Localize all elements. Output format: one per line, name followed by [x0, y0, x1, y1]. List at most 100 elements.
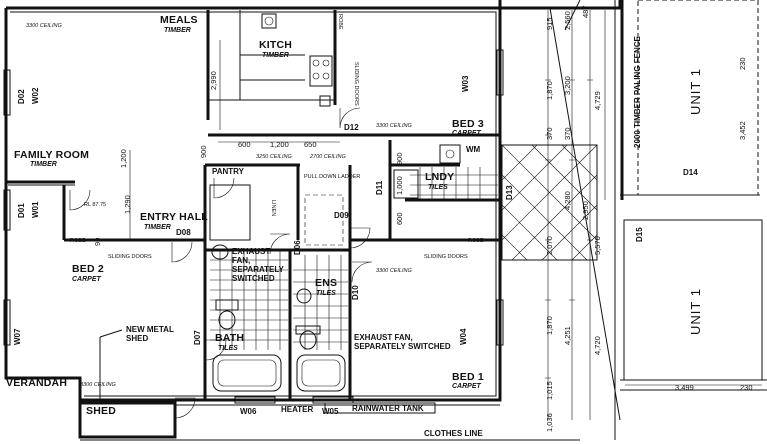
bed2-sliding-doors: SLIDING DOORS: [108, 254, 152, 260]
door-d01: D01: [17, 203, 26, 218]
bed1-floor: CARPET: [452, 383, 482, 390]
tag-d13: D13: [505, 185, 514, 200]
dim-370-b: 370: [563, 127, 572, 140]
dim-1015: 1,015: [545, 381, 554, 400]
exhaust-left-4: SWITCHED: [232, 274, 275, 283]
door-d09: D09: [334, 211, 349, 220]
neighbour-lot: [498, 0, 767, 440]
dim-915: 915: [545, 17, 554, 30]
bed3-ceiling: 3300 CEILING: [376, 123, 412, 129]
bath-floor: TILES: [218, 345, 238, 352]
window-w06: W06: [240, 407, 257, 416]
door-d10: D10: [351, 285, 360, 300]
dim-370-a: 370: [545, 127, 554, 140]
new-shed-2: SHED: [126, 334, 148, 343]
new-shed-1: NEW METAL: [126, 325, 174, 334]
door-d08: D08: [176, 228, 191, 237]
unit1-top-label: UNIT 1: [688, 68, 703, 115]
linen-label: LINEN: [270, 200, 276, 216]
dim-1000-v: 1,000: [395, 176, 404, 195]
dim-900-v: 900: [395, 152, 404, 165]
ensuite-label: ENS: [315, 277, 337, 289]
hall-ceiling-right: 2700 CEILING: [309, 154, 346, 160]
dim-2990: 2,990: [209, 71, 218, 90]
dim-600-v: 600: [395, 212, 404, 225]
robe-meals-label: ROBE: [337, 14, 343, 30]
kitchen-fixtures: [240, 13, 333, 107]
robe-bed2-label: ROBE: [70, 238, 86, 244]
bath-tiles: [210, 250, 288, 350]
door-d07: D07: [193, 330, 202, 345]
dim-5570: 5,570: [593, 236, 602, 255]
bed3-floor: CARPET: [452, 130, 482, 137]
pantry-label: PANTRY: [212, 167, 245, 176]
dim-4720: 4,720: [593, 336, 602, 355]
exhaust-left-1: EXHAUST: [232, 247, 270, 256]
dim-90: 90: [93, 238, 102, 246]
dim-2560: 2,560: [563, 11, 572, 30]
family-room-floor: TIMBER: [30, 161, 57, 168]
dim-4729: 4,729: [593, 91, 602, 110]
dim-3452: 3,452: [738, 121, 747, 140]
dim-487: 487: [581, 5, 590, 18]
hall-ceiling-left: 3250 CEILING: [256, 154, 292, 160]
robe-sliding-doors: SLIDING DOORS: [353, 62, 359, 106]
laundry-label: LNDY: [425, 171, 454, 183]
window-w01: W01: [31, 201, 40, 218]
dim-230: 230: [740, 383, 753, 392]
dim-4251: 4,251: [563, 326, 572, 345]
dim-1870-a: 1,870: [545, 81, 554, 100]
side-path-hatch: [501, 144, 598, 261]
ladder-label: PULL DOWN LADDER: [304, 174, 360, 180]
bed3-label: BED 3: [452, 118, 484, 130]
bed1-ceiling: 3300 CEILING: [376, 268, 412, 274]
bed1-label: BED 1: [452, 371, 484, 383]
wm-label: WM: [466, 145, 481, 154]
window-w02: W02: [31, 87, 40, 104]
dim-1290: 1,290: [123, 195, 132, 214]
window-w03: W03: [461, 75, 470, 92]
door-d11: D11: [375, 180, 384, 195]
interior-walls: [62, 10, 500, 400]
meals-ceiling: 3300 CEILING: [26, 23, 62, 29]
door-swings: [69, 107, 373, 419]
rl-label: RL 87.75: [84, 202, 106, 208]
clothes-line-label: CLOTHES LINE: [424, 429, 483, 438]
window-panes: [3, 49, 504, 404]
bed2-floor: CARPET: [72, 276, 102, 283]
entry-hall-floor: TIMBER: [144, 224, 171, 231]
tag-d15: D15: [635, 227, 644, 242]
kitchen-label: KITCH: [259, 39, 292, 51]
dim-2070: 2,070: [545, 236, 554, 255]
dim-600: 600: [238, 140, 251, 149]
dim-230-v: 230: [738, 57, 747, 70]
ensuite-floor: TILES: [316, 290, 336, 297]
laundry-tiles: [410, 167, 498, 200]
bed2-label: BED 2: [72, 263, 104, 275]
dimension-lines: [129, 10, 762, 420]
shed-label: SHED: [86, 405, 116, 417]
window-w05: W05: [322, 407, 339, 416]
dim-650: 650: [304, 140, 317, 149]
dim-1870-b: 1,870: [545, 316, 554, 335]
exhaust-right-1: EXHAUST FAN,: [354, 333, 413, 342]
dim-1200: 1,200: [270, 140, 289, 149]
robe-bed1-label: ROBE: [468, 238, 484, 244]
dim-3200: 3,200: [563, 76, 572, 95]
door-d02: D02: [17, 89, 26, 104]
site-lower: [78, 329, 580, 441]
dim-1036: 1,036: [545, 413, 554, 432]
door-d12: D12: [344, 123, 359, 132]
exhaust-left-2: FAN,: [232, 256, 250, 265]
meals-label: MEALS: [160, 14, 198, 26]
wet-area-fixtures: [209, 144, 461, 392]
exhaust-right-2: SEPARATELY SWITCHED: [354, 342, 451, 351]
meals-floor: TIMBER: [164, 27, 191, 34]
rainwater-tank-label: RAINWATER TANK: [352, 404, 424, 413]
family-room-label: FAMILY ROOM: [14, 149, 89, 161]
ens-tiles: [293, 255, 348, 350]
attic-hatch: [304, 194, 344, 246]
kitchen-floor: TIMBER: [262, 52, 289, 59]
